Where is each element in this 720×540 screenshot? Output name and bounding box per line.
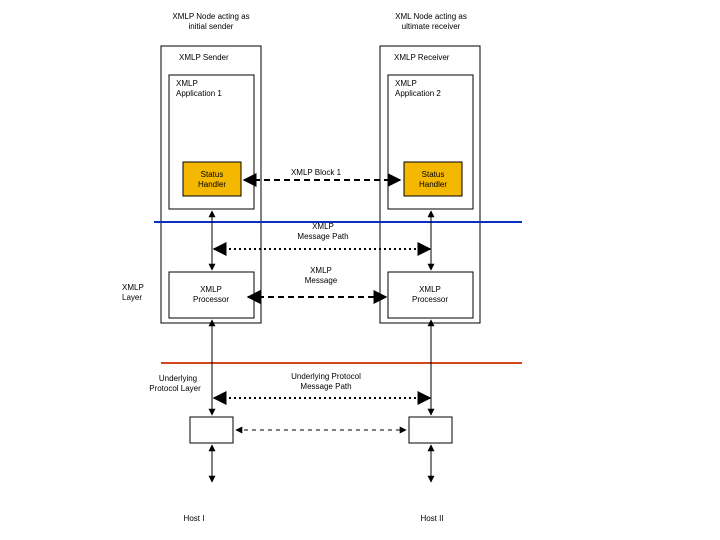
xmlp-layer-line2: Layer [122,293,142,302]
host-1-protocol-box [189,416,234,444]
host-1-label: Host I [184,514,205,523]
status-handler-1 [182,161,242,197]
status-handler-2-line1: Status [422,170,445,179]
application-2-line2: Application 2 [395,89,441,98]
underlying-layer-line1: Underlying [159,374,197,383]
underlying-path-line2: Message Path [300,382,351,391]
status-handler-1-line2: Handler [198,180,226,189]
host-2-label: Host II [420,514,443,523]
status-handler-2-line2: Handler [419,180,447,189]
application-1-line2: Application 1 [176,89,222,98]
status-handler-2 [403,161,463,197]
processor-2-line1: XMLP [419,285,441,294]
sender-caption-line1: XMLP Node acting as [172,12,249,21]
processor-1-line1: XMLP [200,285,222,294]
message-path-line1: XMLP [312,222,334,231]
receiver-caption-line2: ultimate receiver [402,22,461,31]
underlying-path-line1: Underlying Protocol [291,372,361,381]
processor-1-box [168,271,255,319]
status-handler-1-line1: Status [201,170,224,179]
message-path-line2: Message Path [297,232,348,241]
underlying-layer-line2: Protocol Layer [149,384,201,393]
xmlp-layer-line1: XMLP [122,283,144,292]
processor-1-line2: Processor [193,295,229,304]
sender-node-label: XMLP Sender [179,53,229,62]
receiver-node-label: XMLP Receiver [394,53,450,62]
application-2-line1: XMLP [395,79,417,88]
receiver-caption-line1: XML Node acting as [395,12,467,21]
host-2-protocol-box [408,416,453,444]
processor-2-line2: Processor [412,295,448,304]
message-line1: XMLP [310,266,332,275]
message-line2: Message [305,276,338,285]
processor-2-box [387,271,474,319]
block-label: XMLP Block 1 [291,168,342,177]
application-1-line1: XMLP [176,79,198,88]
sender-caption-line2: initial sender [189,22,234,31]
